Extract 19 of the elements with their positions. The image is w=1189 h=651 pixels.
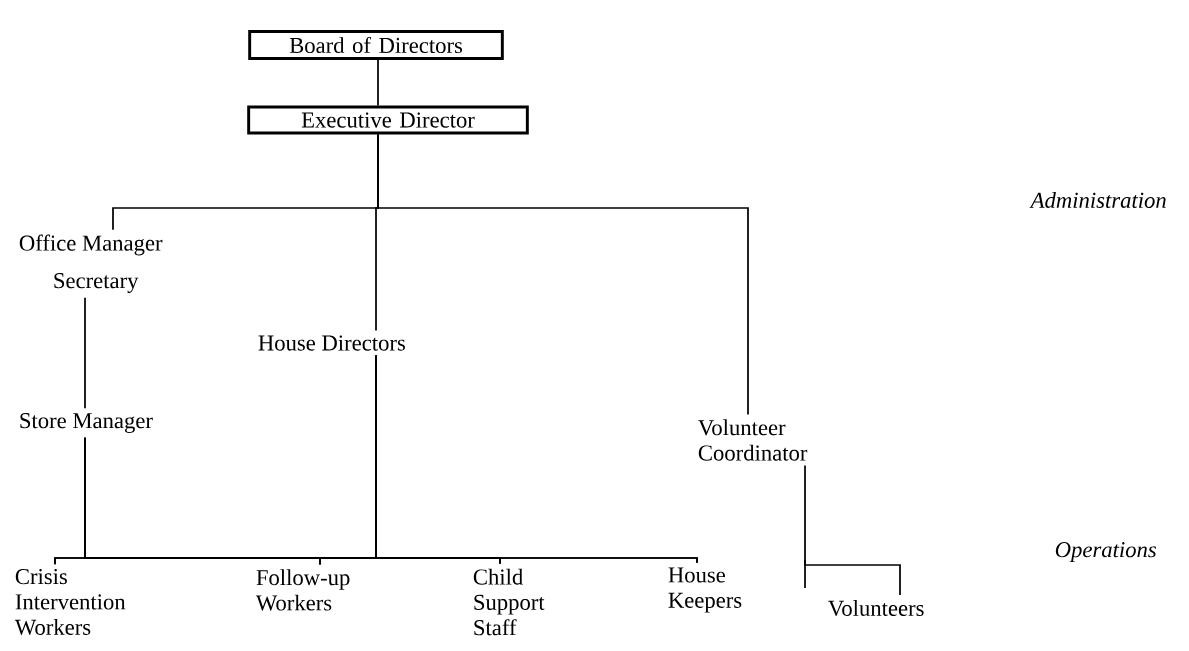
title-box: Board of Directors <box>248 30 504 60</box>
position-label: Volunteers <box>828 600 924 617</box>
position-label: House Directors <box>258 335 405 351</box>
position-label: Crisis Intervention Workers <box>14 569 126 635</box>
connector-line <box>377 133 749 416</box>
title-box: Executive Director <box>247 105 529 135</box>
position-label: Secretary <box>54 273 139 293</box>
connector-line <box>804 464 901 596</box>
section-label: Administration <box>1029 192 1166 208</box>
position-label: Volunteer Coordinator <box>698 419 808 461</box>
section-label: Operations <box>1055 542 1156 562</box>
position-label: Follow-up Workers <box>255 569 350 611</box>
position-label: Store Manager <box>20 413 153 433</box>
connector-line <box>377 59 379 107</box>
connector-line <box>375 354 698 564</box>
connector-line <box>84 296 86 410</box>
position-label: House Keepers <box>668 567 742 613</box>
position-label: Office Manager <box>19 234 163 256</box>
position-label: Child Support Staff <box>473 568 545 636</box>
